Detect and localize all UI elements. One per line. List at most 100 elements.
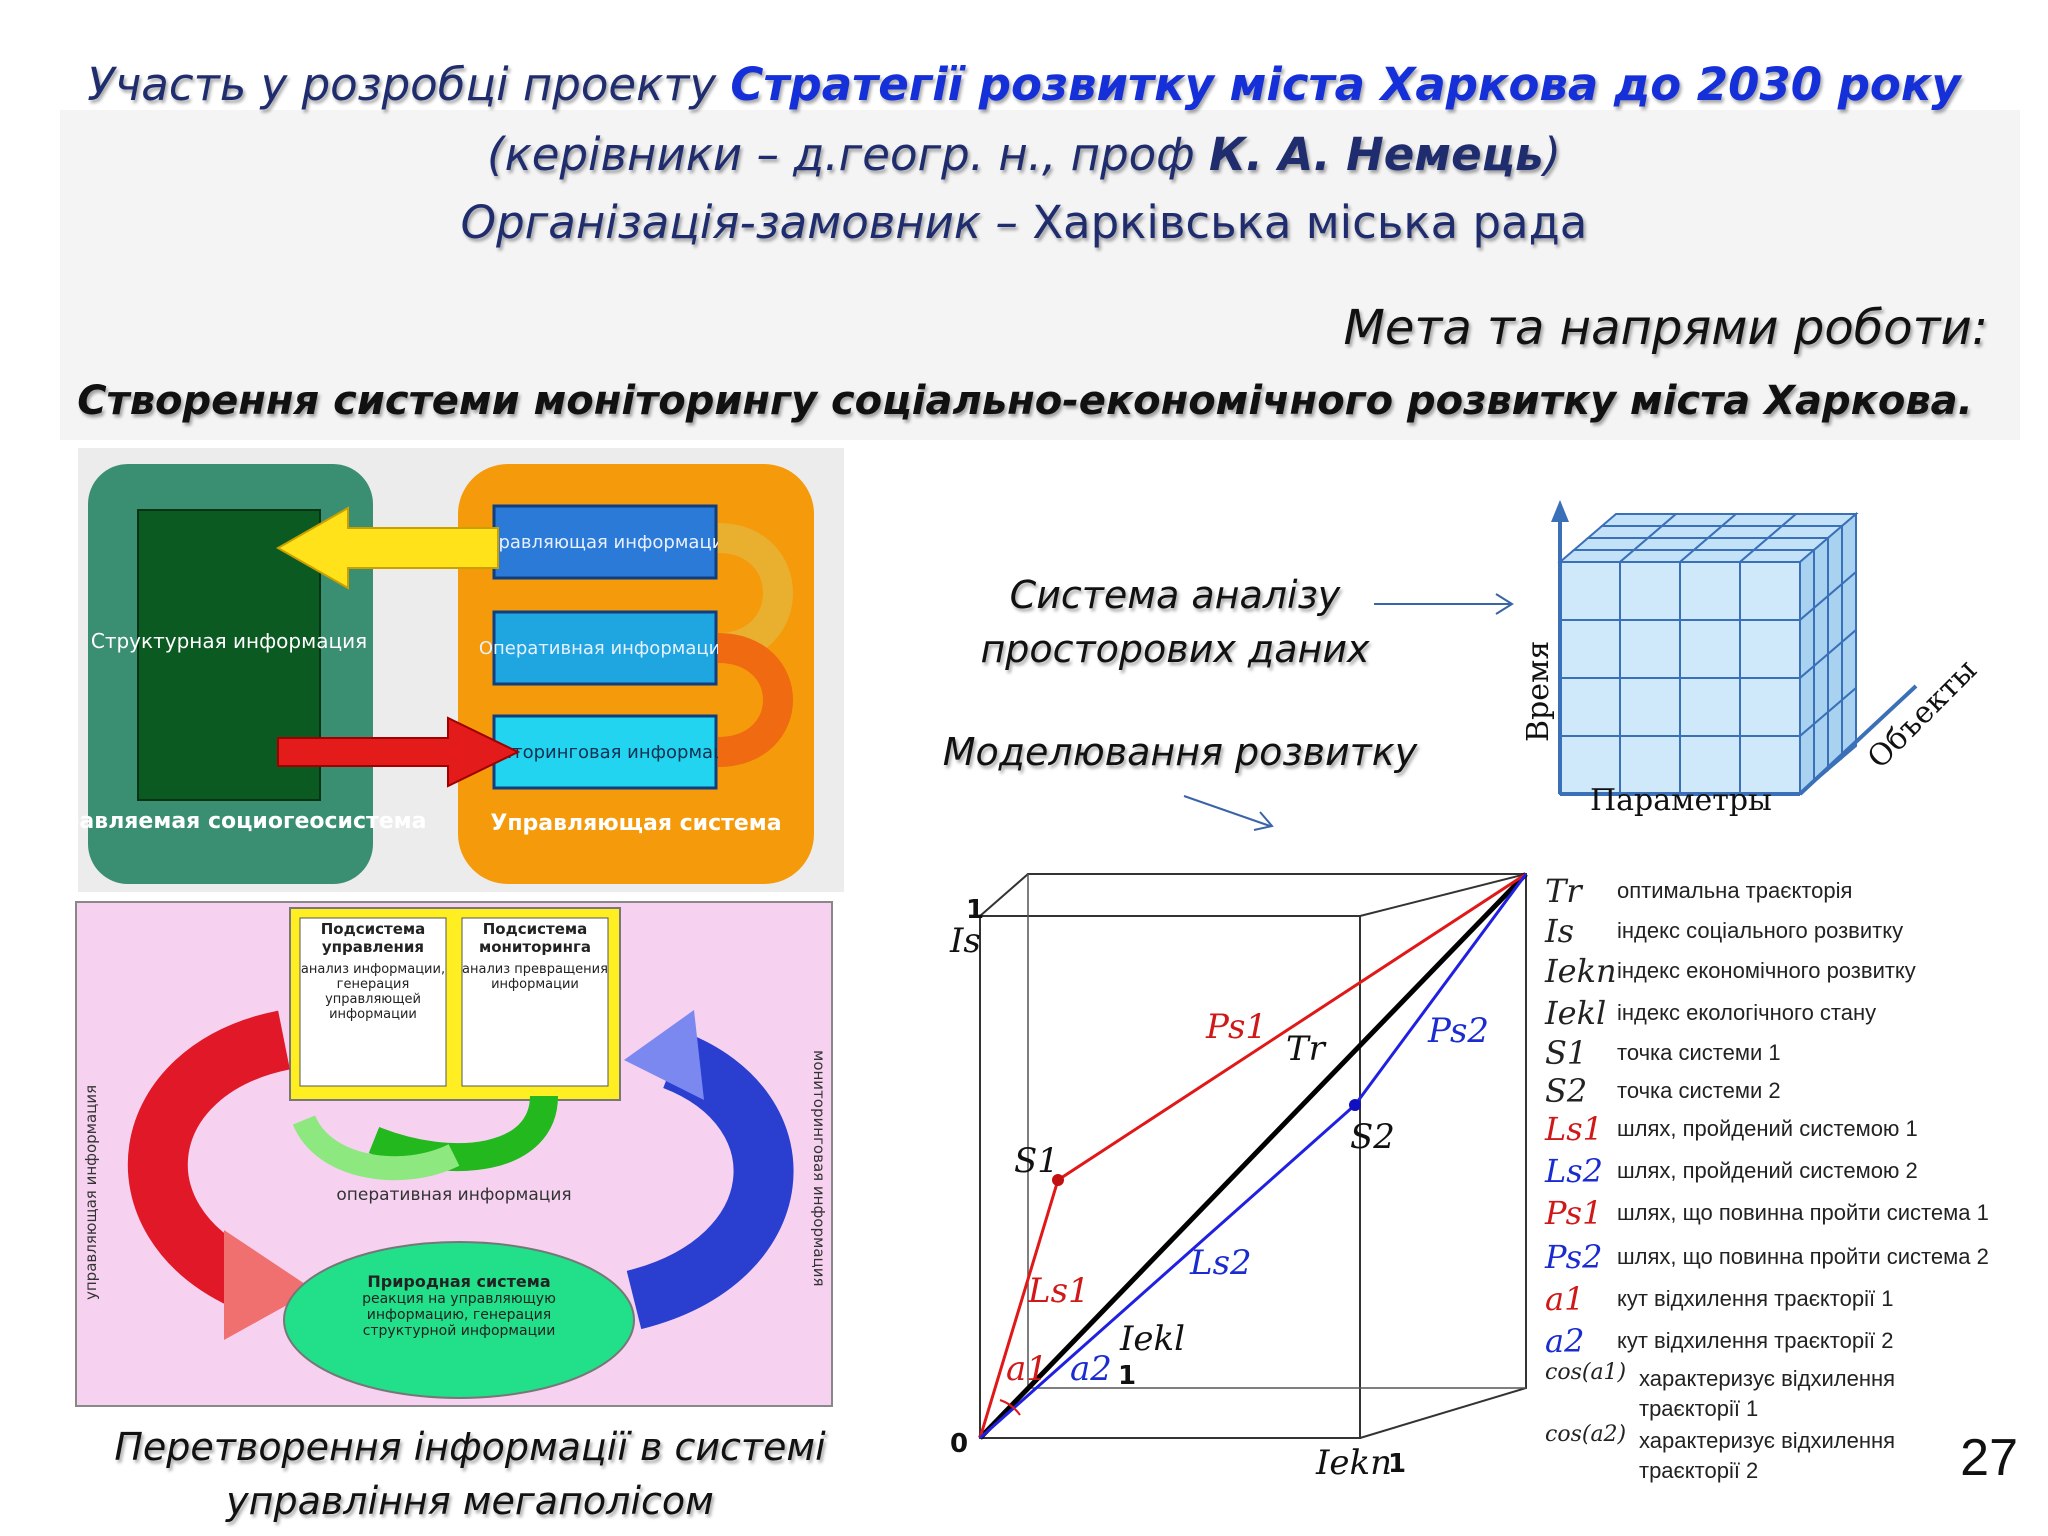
legend-symbol: Iekl [1545,994,1607,1032]
monitoring-subsystem-box [461,917,609,1087]
legend-text-line: кут відхилення траєкторії 1 [1617,1286,1894,1311]
monitoring-subsystem-text: анализ превращения информации [462,962,608,992]
data-cube: Время Параметры Объекты [1521,500,1984,818]
cube-front-cell [1679,677,1741,737]
operative-info-caption: оперативная информация [336,1185,571,1205]
control-subsystem-box [299,917,447,1087]
legend-text-line: кут відхилення траєкторії 2 [1617,1328,1894,1353]
graph-label-tr: Tr [1286,1029,1327,1069]
natural-system-ellipse [283,1241,635,1399]
legend-row: S2 точка системи 2 [1545,1072,2035,1110]
legend-symbol: S2 [1545,1072,1588,1110]
legend-text-line: оптимальна траєкторія [1617,878,1853,903]
left-vertical-label: управляющая информация [82,1085,100,1300]
legend-symbol: Ps1 [1545,1194,1603,1232]
control-subsystem-title: Подсистема управления [320,920,426,956]
graph-label-ls1: Ls1 [1027,1271,1090,1311]
cube-front-cell [1679,561,1741,621]
left-caption-line-1: Перетворення інформації в системі [114,1425,826,1469]
operative-info-box [492,610,718,686]
cube-front-cell [1739,677,1801,737]
title-line-3: Організація-замовник – Харківська міська… [460,196,1588,249]
control-system-label: Управляющая система [490,811,781,836]
cube-front-cell [1619,619,1681,679]
legend-symbol: a2 [1545,1322,1585,1360]
cube-front-cell [1559,561,1621,621]
left-arrow-yellow [275,506,499,590]
legend-text: точка системи 2 [1617,1072,1781,1106]
legend-text-line: шлях, що повинна пройти система 1 [1617,1200,1989,1225]
cube-axis-time: Время [1521,641,1556,742]
green-arrow-left [292,1114,460,1181]
optimal-trajectory [978,872,1528,1440]
graph-label-a2: a2 [1070,1349,1112,1389]
red-cycle-arrow [127,1010,291,1308]
graph-label-a1: a1 [1006,1349,1048,1389]
cube-front-cell [1739,619,1801,679]
information-flow-diagram: Структурная информация Управляемая социо… [78,448,844,892]
title-line-1: Участь у розробці проекту Стратегії розв… [87,58,1961,111]
legend-text: індекс екологічного стану [1617,994,1876,1028]
graph-label-s1: S1 [1014,1141,1059,1181]
pointer-arrow-graph [1183,795,1274,831]
graph-label-one-top: 1 [966,895,984,925]
spatial-analysis-label: Система аналізу просторових даних [960,568,1390,676]
cube-axis-objects: Объекты [1861,653,1984,776]
operative-info-label: Оперативная информация [479,638,731,659]
legend-row: a1 кут відхилення траєкторії 1 [1545,1280,2035,1322]
trajectory-graph: 1 Is 0 Iekn 1 Iekl 1 S1 S2 Tr Ps1 Ps2 Ls… [949,872,1528,1483]
cube-front-cell [1739,735,1801,795]
graph-label-ps1: Ps1 [1205,1007,1267,1047]
legend-symbol: a1 [1545,1280,1585,1318]
control-info-label: Управляющая информация [476,532,735,553]
legend-symbol: cos(a2) [1545,1422,1627,1447]
cube-front-cell [1559,677,1621,737]
legend-row: Ls1 шлях, пройдений системою 1 [1545,1110,2035,1152]
legend-text: кут відхилення траєкторії 1 [1617,1280,1893,1314]
legend-text-line: характеризує відхилення [1639,1366,1896,1391]
cube-front-cell [1679,619,1741,679]
red-arrowhead [224,1230,314,1340]
control-subsystem-text: анализ информации, генерация управляющей… [300,962,446,1022]
cube-side-cell [1841,685,1857,761]
modelling-label: Моделювання розвитку [942,730,1418,774]
right-arrow-red [277,716,521,788]
point-s2 [1349,1099,1361,1111]
legend-text: індекс економічного розвитку [1617,952,1916,986]
cube-front-cell [1739,561,1801,621]
graph-label-iekl: Iekl [1119,1319,1185,1359]
legend-symbol: Ps2 [1545,1238,1603,1276]
legend-text: шлях, пройдений системою 2 [1617,1152,1918,1186]
graph-label-one-mid: 1 [1118,1361,1136,1391]
legend-symbol: Ls1 [1545,1110,1604,1148]
legend-symbol: Iekn [1545,952,1617,990]
legend-text: шлях, пройдений системою 1 [1617,1110,1918,1144]
legend-text: індекс соціального розвитку [1617,912,1903,946]
page-number: 27 [1960,1429,2018,1487]
legend-text-line: точка системи 1 [1617,1040,1781,1065]
megapolis-control-diagram: Подсистема управления анализ информации,… [75,901,833,1407]
cube-objects-axis [1798,684,1918,796]
cube-front-cell [1559,735,1621,795]
title-line-2: (керівники – д.геогр. н., проф К. А. Нем… [487,128,1561,181]
point-s1 [1052,1174,1064,1186]
legend-text: точка системи 1 [1617,1034,1781,1068]
goal-heading: Мета та напрями роботи: [1343,300,1988,356]
cube-front-cell [1559,619,1621,679]
graph-label-ls2: Ls2 [1189,1243,1252,1283]
blue-arrowhead [624,1010,704,1100]
legend-text: оптимальна траєкторія [1617,872,1852,906]
spatial-label-line-1: Система аналізу [1009,573,1341,617]
legend-text-line: індекс економічного розвитку [1617,958,1916,983]
left-caption-line-2: управління мегаполісом [226,1479,714,1523]
legend-row: Ps1 шлях, що повинна пройти система 1 [1545,1194,2035,1238]
legend-text-line: індекс екологічного стану [1617,1000,1877,1025]
